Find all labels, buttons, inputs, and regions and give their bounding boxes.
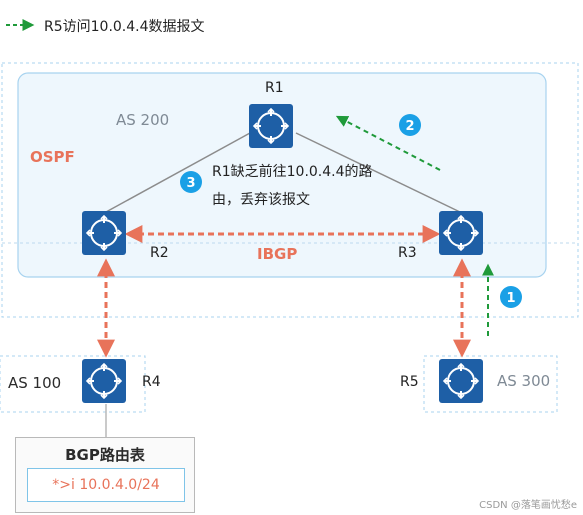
link-r1-r3 — [295, 132, 461, 213]
ospf-region — [1, 62, 579, 318]
ibgp-label: IBGP — [257, 245, 298, 263]
router-icon-r3 — [438, 210, 484, 256]
router-label-r4: R4 — [142, 374, 161, 390]
as100-label: AS 100 — [8, 374, 62, 392]
as300-region — [423, 355, 558, 413]
legend-label: R5访问10.0.4.4数据报文 — [44, 19, 205, 35]
as300-label: AS 300 — [497, 372, 551, 390]
step-badge-2-number: 2 — [405, 119, 414, 134]
bgp-table-entry: *>i 10.0.4.0/24 — [27, 468, 185, 502]
step-badge-2: 2 — [399, 114, 421, 136]
router-icon-r2 — [81, 210, 127, 256]
link-r1-r2 — [105, 132, 251, 213]
router-icon-r1 — [248, 103, 294, 149]
r1-drop-note: R1缺乏前往10.0.4.4的路由，丢弃该报文 — [212, 164, 373, 208]
router-icon-r4 — [81, 358, 127, 404]
watermark: CSDN @落笔画忧愁e — [479, 500, 577, 511]
router-label-r5: R5 — [400, 374, 419, 390]
step-badge-1: 1 — [500, 286, 522, 308]
bgp-route-table: BGP路由表 *>i 10.0.4.0/24 — [15, 437, 195, 513]
step-badge-3-number: 3 — [186, 176, 195, 191]
step-badge-1-number: 1 — [506, 291, 515, 306]
router-icon-r5 — [438, 358, 484, 404]
flow-arrow-r3-r1 — [335, 115, 441, 171]
router-label-r3: R3 — [398, 245, 417, 261]
as200-label: AS 200 — [116, 111, 170, 129]
as100-region — [0, 355, 146, 413]
bgp-table-title: BGP路由表 — [65, 446, 145, 464]
ospf-label: OSPF — [30, 148, 75, 166]
step-badge-3: 3 — [180, 171, 202, 193]
router-label-r2: R2 — [150, 245, 169, 261]
router-label-r1: R1 — [265, 80, 284, 96]
